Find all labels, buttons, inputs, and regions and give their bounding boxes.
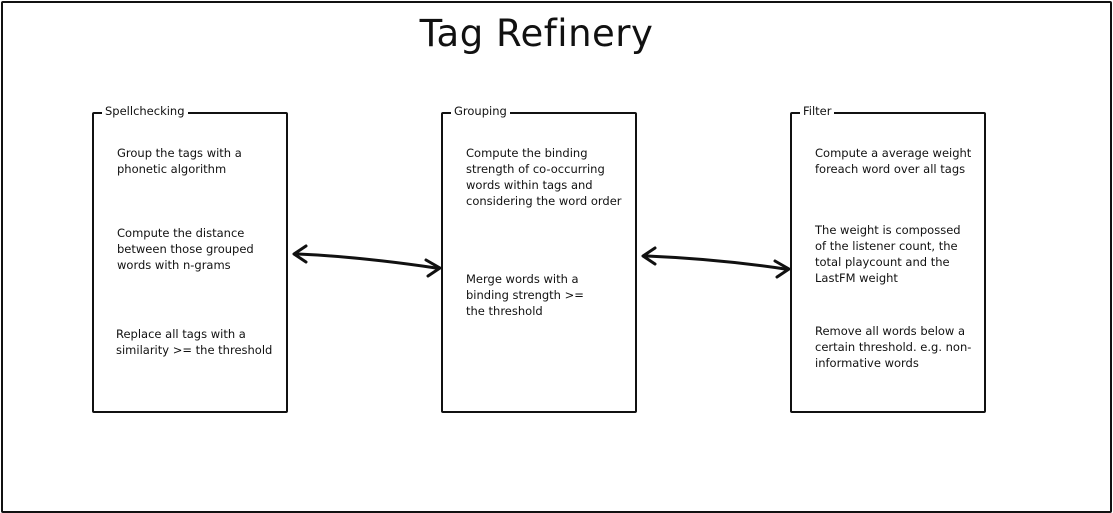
spellchecking-label: Spellchecking bbox=[102, 103, 188, 119]
filter-step-2: The weight is compossed of the listener … bbox=[815, 223, 961, 285]
filter-box: Filter Compute a average weight foreach … bbox=[790, 103, 986, 413]
spellchecking-step-1: Group the tags with a phonetic algorithm bbox=[117, 146, 242, 176]
grouping-label: Grouping bbox=[451, 103, 510, 119]
spellchecking-box: Spellchecking Group the tags with a phon… bbox=[92, 103, 288, 413]
grouping-step-2: Merge words with a binding strength >= t… bbox=[466, 272, 584, 318]
filter-step-3: Remove all words below a certain thresho… bbox=[815, 324, 972, 370]
filter-step-1: Compute a average weight foreach word ov… bbox=[815, 146, 972, 176]
spellchecking-step-2: Compute the distance between those group… bbox=[117, 226, 254, 272]
grouping-step-1: Compute the binding strength of co-occur… bbox=[466, 146, 622, 208]
grouping-box: Grouping Compute the binding strength of… bbox=[441, 103, 637, 413]
filter-label: Filter bbox=[800, 103, 835, 119]
diagram-title: Tag Refinery bbox=[419, 12, 654, 55]
spellchecking-step-3: Replace all tags with a similarity >= th… bbox=[116, 327, 273, 357]
